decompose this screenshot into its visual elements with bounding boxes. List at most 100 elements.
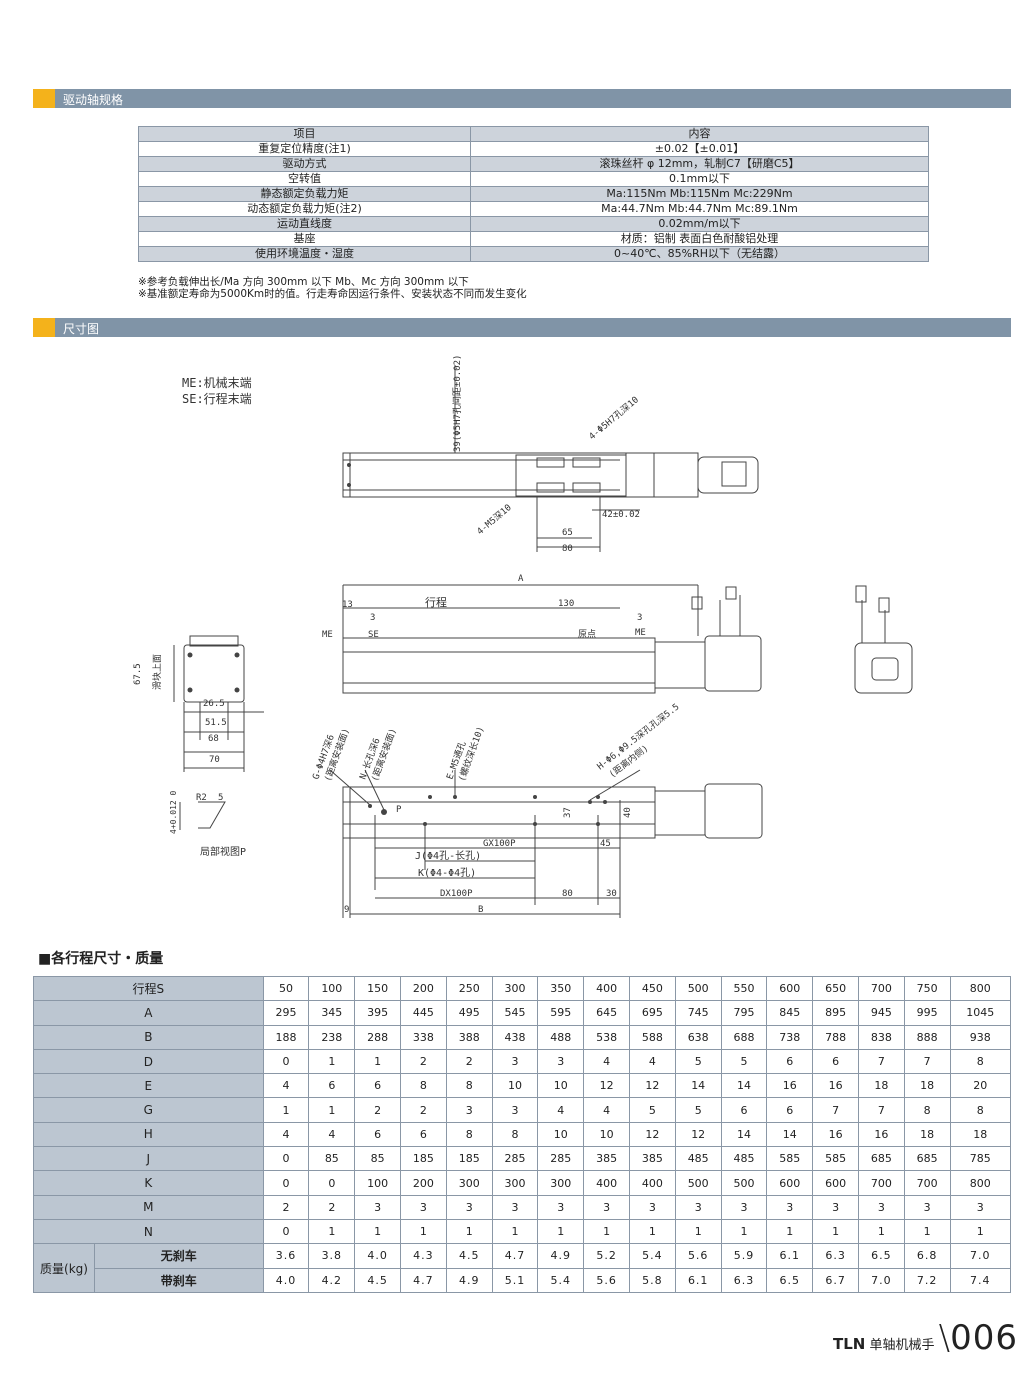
dims-cell: 6: [354, 1121, 402, 1148]
dims-cell: 185: [400, 1146, 447, 1172]
dims-cell: 8: [903, 1097, 951, 1123]
mass-label: 质量(kg): [33, 1243, 95, 1293]
dims-row-label: H: [33, 1121, 264, 1148]
legend-me: ME:机械末端: [182, 375, 252, 390]
dims-cell: 3: [491, 1097, 539, 1123]
dims-cell: 3: [720, 1194, 768, 1220]
mass-cell: 4.5: [354, 1267, 402, 1293]
section-accent: [33, 318, 55, 337]
spec-item: 使用环境温度・湿度: [138, 246, 471, 262]
dim-40: 40: [623, 807, 633, 818]
dims-cell: 285: [537, 1146, 585, 1172]
dim-3b: 3: [637, 613, 642, 623]
dims-cell: 585: [812, 1146, 859, 1172]
dims-cell: 7: [857, 1048, 905, 1075]
dims-row-label: D: [33, 1048, 264, 1075]
dims-cell: 10: [537, 1073, 585, 1099]
section-title: 尺寸图: [63, 322, 100, 336]
dims-cell: 338: [400, 1024, 447, 1050]
dims-cell: 7: [857, 1097, 905, 1123]
dims-cell: 500: [674, 1170, 722, 1196]
label-p: P: [396, 805, 402, 815]
spec-table: 项目内容重复定位精度(注1)±0.02【±0.01】驱动方式滚珠丝杆 φ 12m…: [138, 126, 929, 262]
detail-caption: 局部视图P: [200, 845, 246, 858]
dims-cell: 1: [308, 1048, 356, 1075]
dims-cell: 185: [445, 1146, 493, 1172]
dims-cell: 485: [674, 1146, 722, 1172]
dims-cell: 6: [308, 1073, 356, 1099]
spec-value: 0~40℃、85%RH以下（无结露）: [470, 246, 929, 262]
dims-cell: 14: [720, 1073, 768, 1099]
dims-cell: 12: [629, 1073, 676, 1099]
dims-row-label: E: [33, 1073, 264, 1099]
dims-cell: 2: [400, 1048, 447, 1075]
dims-cell: 3: [537, 1194, 585, 1220]
mass-cell: 6.3: [720, 1267, 768, 1293]
spec-value: ±0.02【±0.01】: [470, 141, 929, 157]
dims-cell: 6: [766, 1097, 814, 1123]
dim-b: B: [478, 905, 483, 915]
dims-cell: 638: [674, 1024, 722, 1050]
mass-cell: 5.1: [491, 1267, 539, 1293]
spec-item: 动态额定负载力矩(注2): [138, 201, 471, 217]
dim-130: 130: [558, 599, 574, 609]
dims-cell: 2: [445, 1048, 493, 1075]
spec-row: 动态额定负载力矩(注2)Ma:44.7Nm Mb:44.7Nm Mc:89.1N…: [138, 201, 929, 217]
mass-cell: 6.1: [766, 1243, 814, 1269]
dims-cell: 685: [903, 1146, 951, 1172]
dims-cell: 3: [400, 1194, 447, 1220]
dims-cell: 200: [400, 1170, 447, 1196]
dims-cell: 18: [949, 1121, 1012, 1148]
dims-cell: 788: [812, 1024, 859, 1050]
dims-cell: 400: [629, 1170, 676, 1196]
mass-cell: 6.5: [857, 1243, 905, 1269]
dims-cell: 18: [903, 1121, 951, 1148]
stroke-value: 150: [354, 975, 402, 1002]
dims-cell: 0: [262, 1170, 310, 1196]
dims-cell: 238: [308, 1024, 356, 1050]
dims-cell: 6: [766, 1048, 814, 1075]
dims-cell: 2: [354, 1097, 402, 1123]
dims-cell: 538: [583, 1024, 630, 1050]
mass-cell: 3.6: [262, 1243, 310, 1269]
dims-cell: 2: [400, 1097, 447, 1123]
dims-cell: 295: [262, 1000, 310, 1026]
dim-70: 70: [209, 755, 220, 765]
dims-cell: 188: [262, 1024, 310, 1050]
dim-k: K(Φ4-Φ4孔): [418, 867, 476, 879]
dims-cell: 4: [262, 1121, 310, 1148]
dims-cell: 995: [903, 1000, 951, 1026]
mass-cell: 4.3: [400, 1243, 447, 1269]
dims-cell: 85: [354, 1146, 402, 1172]
dims-cell: 18: [857, 1073, 905, 1099]
dims-cell: 300: [445, 1170, 493, 1196]
dims-cell: 6: [400, 1121, 447, 1148]
dims-cell: 3: [583, 1194, 630, 1220]
dims-cell: 1: [857, 1218, 905, 1245]
dims-cell: 685: [857, 1146, 905, 1172]
dims-cell: 3: [491, 1048, 539, 1075]
spec-item: 驱动方式: [138, 156, 471, 172]
dims-cell: 100: [354, 1170, 402, 1196]
dims-cell: 3: [354, 1194, 402, 1220]
dims-cell: 4: [308, 1121, 356, 1148]
dims-cell: 1: [354, 1048, 402, 1075]
dims-cell: 1: [537, 1218, 585, 1245]
label-pin-spacing: 39(Φ5H7孔间距±0.02): [451, 355, 463, 452]
label-4m5-holes: 4-M5深10: [475, 502, 514, 537]
dims-cell: 1: [903, 1218, 951, 1245]
dims-cell: 385: [629, 1146, 676, 1172]
dims-cell: 1: [812, 1218, 859, 1245]
dims-cell: 10: [491, 1073, 539, 1099]
dims-cell: 595: [537, 1000, 585, 1026]
section-bar-dimensions: 尺寸图: [33, 318, 1011, 337]
stroke-value: 400: [583, 975, 630, 1002]
dim-42: 42±0.02: [602, 510, 640, 520]
